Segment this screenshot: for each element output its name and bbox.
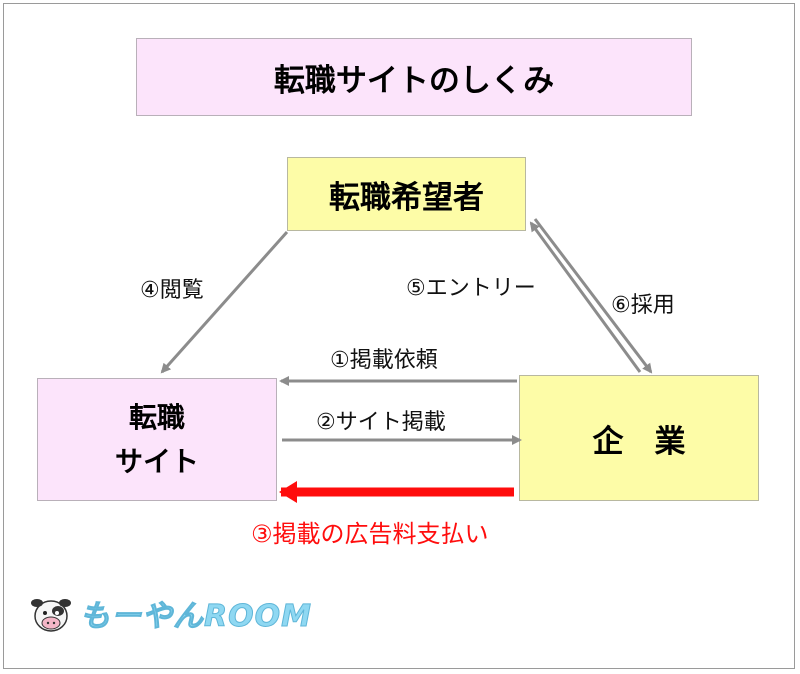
logo: もーやんROOM: [28, 590, 312, 636]
cow-mascot-icon: [31, 599, 71, 632]
label-request: ①掲載依頼: [330, 348, 438, 373]
label-post: ②サイト掲載: [316, 410, 446, 435]
arrow-browse: [160, 231, 289, 374]
arrow-hire: [533, 218, 653, 374]
label-hire: ⑥採用: [611, 293, 675, 318]
node-job-site-line1: 転職: [128, 400, 185, 434]
diagram-frame: [3, 3, 795, 669]
node-company: 企 業: [519, 375, 759, 501]
node-job-seeker: 転職希望者: [287, 157, 526, 231]
label-entry: ⑤エントリー: [406, 276, 536, 301]
arrow-entry: [529, 221, 642, 373]
node-job-site: 転職 サイト: [37, 378, 277, 501]
node-job-site-line2: サイト: [114, 444, 199, 478]
diagram-title: 転職サイトのしくみ: [136, 38, 692, 116]
logo-text: もーやんROOM: [80, 599, 312, 635]
label-browse: ④閲覧: [140, 278, 204, 303]
label-payment: ③掲載の広告料支払い: [251, 520, 489, 548]
